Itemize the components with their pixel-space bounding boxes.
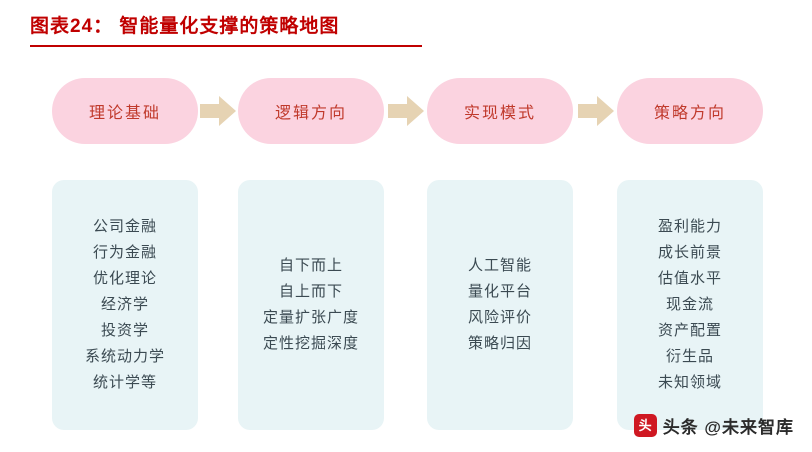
list-item: 统计学等 [92, 374, 157, 391]
list-item: 成长前景 [657, 244, 722, 261]
column-header-pill-2: 逻辑方向 [238, 78, 384, 144]
list-item: 定性挖掘深度 [262, 335, 359, 352]
column-header-pill-4: 策略方向 [617, 78, 763, 144]
column-strategy-direction: 策略方向 盈利能力 成长前景 估值水平 现金流 资产配置 衍生品 未知领域 [617, 78, 763, 430]
list-item: 策略归因 [467, 335, 532, 352]
list-item: 资产配置 [657, 322, 722, 339]
list-item: 自下而上 [278, 257, 343, 274]
list-item: 经济学 [100, 296, 149, 313]
list-item: 行为金融 [92, 244, 157, 261]
list-item: 系统动力学 [84, 348, 165, 365]
column-header-pill-1: 理论基础 [52, 78, 198, 144]
column-header-label-2: 逻辑方向 [274, 105, 347, 122]
list-item: 自上而下 [278, 283, 343, 300]
column-body-1: 公司金融 行为金融 优化理论 经济学 投资学 系统动力学 统计学等 [52, 180, 198, 430]
column-theory-basis: 理论基础 公司金融 行为金融 优化理论 经济学 投资学 系统动力学 统计学等 [52, 78, 198, 430]
column-header-label-3: 实现模式 [463, 105, 536, 122]
list-item: 估值水平 [657, 270, 722, 287]
list-item: 盈利能力 [657, 218, 722, 235]
chart-title-bar: 图表24： 智能量化支撑的策略地图 [30, 14, 782, 48]
list-item: 定量扩张广度 [262, 309, 359, 326]
arrow-right-icon-3 [578, 95, 614, 127]
column-body-3: 人工智能 量化平台 风险评价 策略归因 [427, 180, 573, 430]
column-header-label-4: 策略方向 [653, 105, 726, 122]
column-implementation-mode: 实现模式 人工智能 量化平台 风险评价 策略归因 [427, 78, 573, 430]
list-item: 风险评价 [467, 309, 532, 326]
watermark: 头 头条 @未来智库 [633, 412, 794, 438]
column-body-2: 自下而上 自上而下 定量扩张广度 定性挖掘深度 [238, 180, 384, 430]
column-header-pill-3: 实现模式 [427, 78, 573, 144]
arrow-right-icon-2 [388, 95, 424, 127]
column-header-label-1: 理论基础 [88, 105, 161, 122]
title-underline [30, 45, 422, 47]
list-item: 现金流 [665, 296, 714, 313]
column-body-4: 盈利能力 成长前景 估值水平 现金流 资产配置 衍生品 未知领域 [617, 180, 763, 430]
list-item: 人工智能 [467, 257, 532, 274]
watermark-text: 头条 @未来智库 [662, 417, 794, 437]
arrow-right-icon-1 [200, 95, 236, 127]
list-item: 公司金融 [92, 218, 157, 235]
list-item: 投资学 [100, 322, 149, 339]
list-item: 优化理论 [92, 270, 157, 287]
list-item: 衍生品 [665, 348, 714, 365]
column-logic-direction: 逻辑方向 自下而上 自上而下 定量扩张广度 定性挖掘深度 [238, 78, 384, 430]
toutiao-logo-icon: 头 [633, 413, 657, 437]
list-item: 未知领域 [657, 374, 722, 391]
page-title: 图表24： 智能量化支撑的策略地图 [30, 16, 340, 37]
list-item: 量化平台 [467, 283, 532, 300]
